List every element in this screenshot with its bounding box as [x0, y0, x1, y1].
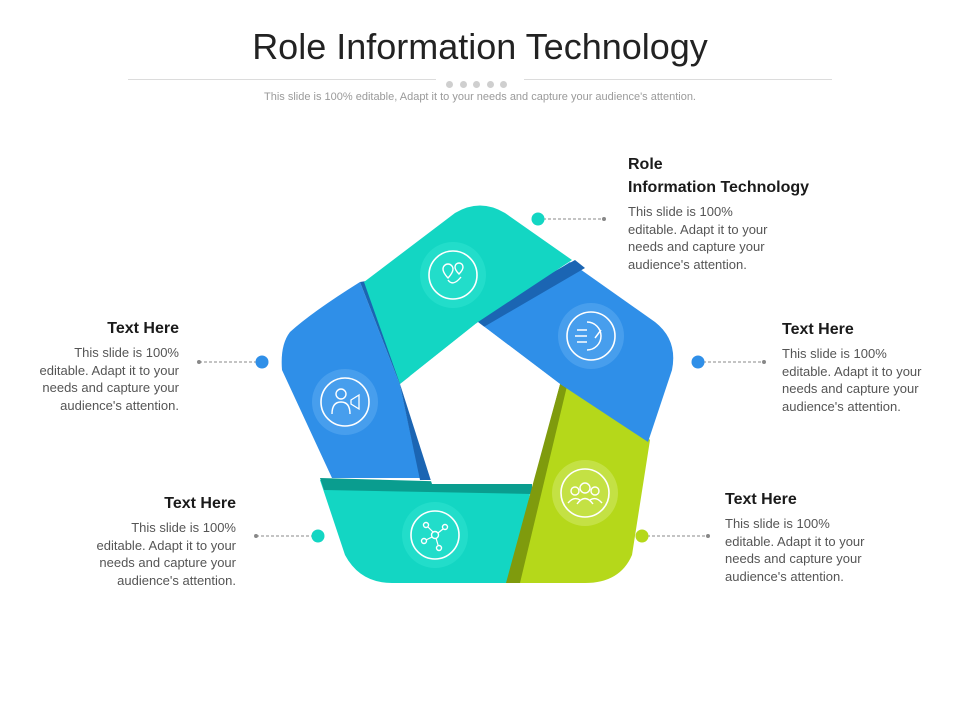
item-1-heading-line1: Role — [628, 156, 663, 173]
connector-3 — [635, 529, 710, 543]
person-megaphone-icon — [312, 369, 378, 435]
item-1-heading-line2: Information Technology — [628, 179, 810, 196]
center-pentagon — [400, 322, 560, 484]
item-4-body: This slide is 100% editable. Adapt it to… — [96, 520, 236, 588]
item-5-block: Text Here This slide is 100% editable. A… — [0, 317, 179, 414]
item-3-body: This slide is 100% editable. Adapt it to… — [725, 516, 865, 584]
item-4-block: Text Here This slide is 100% editable. A… — [56, 492, 236, 589]
team-group-icon — [552, 460, 618, 526]
slide-subtitle: This slide is 100% editable, Adapt it to… — [264, 91, 696, 103]
item-3-heading: Text Here — [725, 491, 797, 508]
item-5-heading: Text Here — [107, 320, 179, 337]
item-2-body: This slide is 100% editable. Adapt it to… — [782, 346, 922, 414]
item-5-body: This slide is 100% editable. Adapt it to… — [39, 345, 179, 413]
connector-5 — [197, 355, 269, 369]
location-route-icon — [420, 242, 486, 308]
item-2-heading: Text Here — [782, 321, 854, 338]
item-1-block: Role Information Technology This slide i… — [628, 153, 868, 273]
network-nodes-icon — [402, 502, 468, 568]
slide-title: Role Information Technology — [252, 26, 708, 67]
item-3-block: Text Here This slide is 100% editable. A… — [725, 488, 905, 585]
speedometer-icon — [558, 303, 624, 369]
title-rule-right — [524, 79, 832, 80]
item-4-heading: Text Here — [164, 495, 236, 512]
item-1-body: This slide is 100% editable. Adapt it to… — [628, 204, 768, 272]
connector-2 — [691, 355, 766, 369]
connector-4 — [254, 529, 325, 543]
item-2-block: Text Here This slide is 100% editable. A… — [782, 318, 952, 415]
title-dots-divider — [446, 75, 516, 88]
title-rule-left — [128, 79, 436, 80]
connector-1 — [531, 212, 606, 226]
